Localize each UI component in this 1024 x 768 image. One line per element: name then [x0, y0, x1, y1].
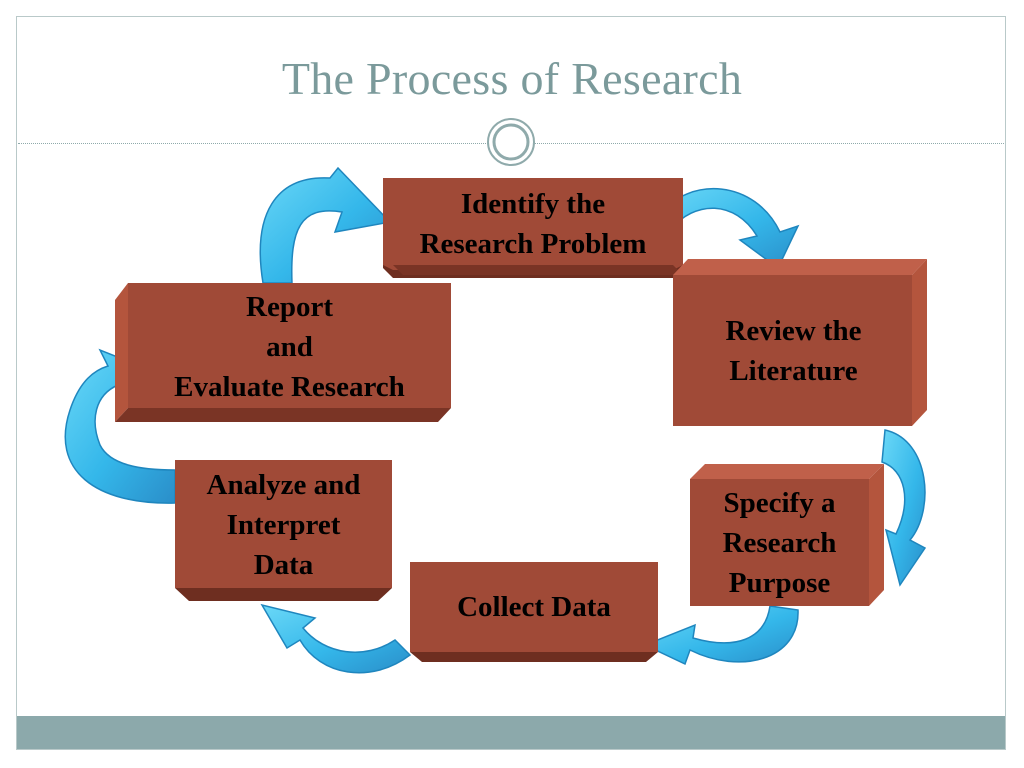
step-label-identify: Identify the Research Problem	[419, 188, 647, 260]
step-box-specify	[690, 464, 884, 606]
arrow-specify-to-collect	[643, 605, 799, 666]
step-box-identify	[383, 178, 683, 278]
arrow-report-to-identify	[259, 166, 392, 284]
arrow-analyze-to-report	[64, 348, 176, 504]
arrow-identify-to-review	[657, 187, 800, 270]
step-box-review	[673, 259, 927, 426]
slide-title: The Process of Research	[281, 53, 743, 104]
step-label-collect: Collect Data	[457, 591, 611, 623]
step-label-specify: Specify a Research Purpose	[722, 486, 837, 599]
step-box-analyze	[175, 460, 392, 601]
step-label-report: Report and Evaluate Research	[174, 290, 405, 403]
step-box-collect	[410, 562, 658, 662]
step-label-review: Review the Literature	[725, 315, 862, 387]
step-label-analyze: Analyze and Interpret Data	[206, 468, 361, 581]
footer-bar	[17, 716, 1005, 749]
arrow-collect-to-analyze	[260, 603, 412, 674]
divider-ornament-icon	[487, 118, 535, 166]
step-box-report	[115, 283, 451, 422]
arrow-review-to-specify	[881, 429, 927, 587]
